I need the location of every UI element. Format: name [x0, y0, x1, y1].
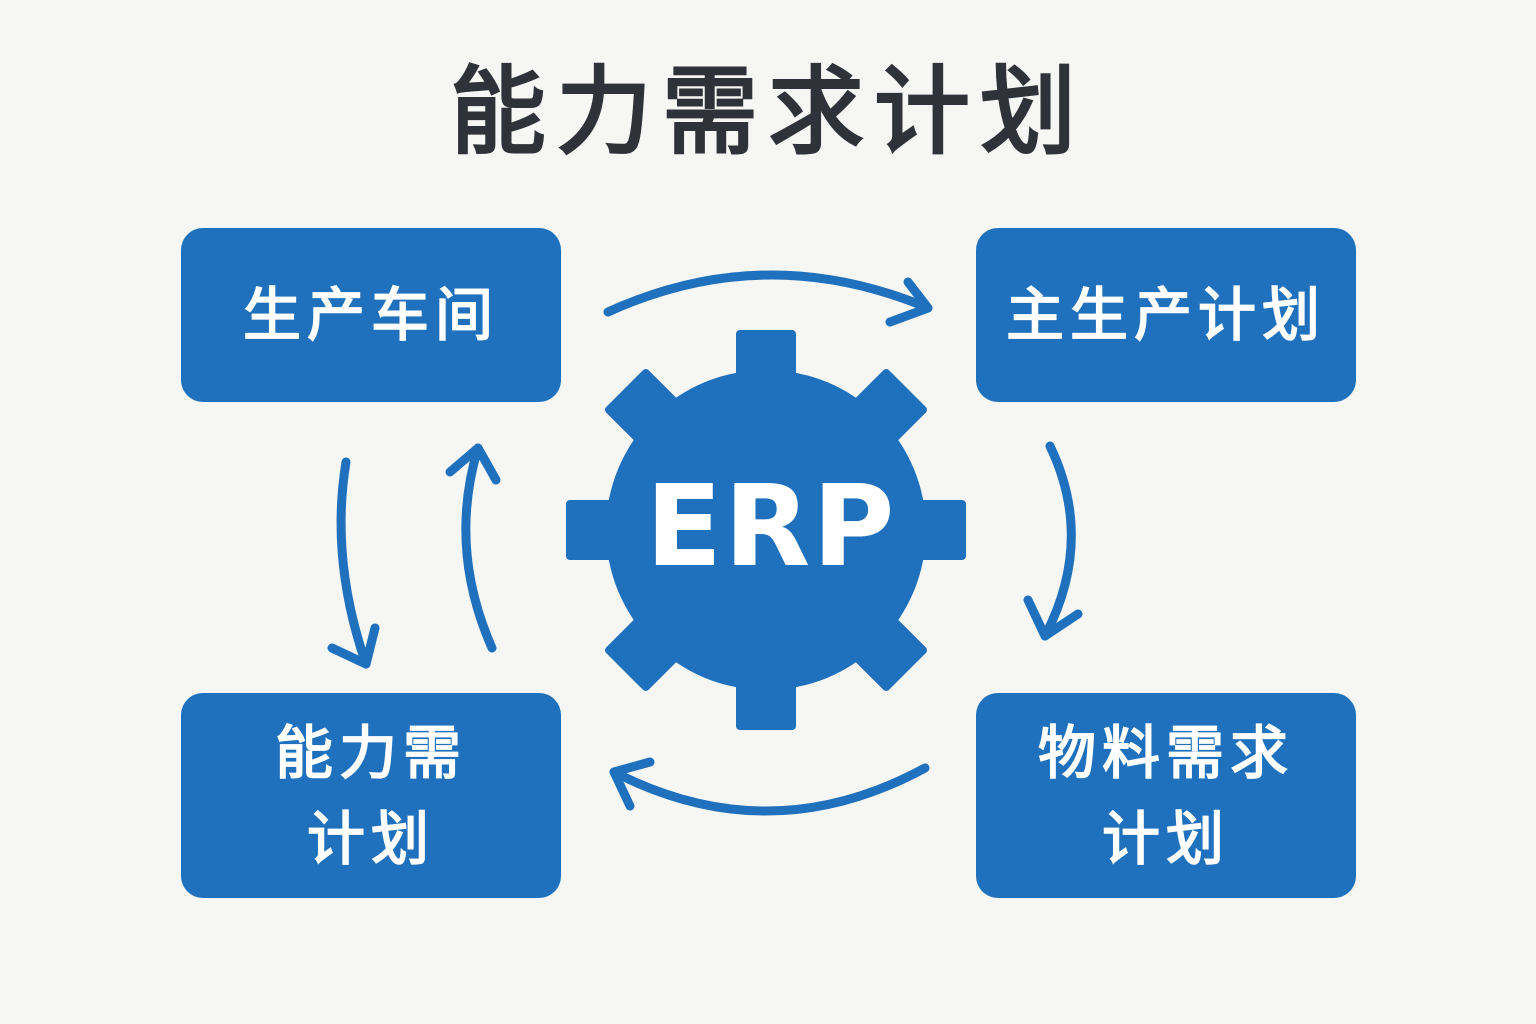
diagram-title: 能力需求计划	[450, 56, 1086, 168]
node-label-line2: 计划	[1101, 804, 1230, 873]
gear-icon	[566, 330, 966, 730]
node-material-requirements-planning: 物料需求 计划	[976, 693, 1356, 898]
node-master-production-schedule: 主生产计划	[976, 228, 1356, 402]
gear-tooth	[605, 602, 694, 691]
arrow-left-up	[445, 443, 501, 653]
arrow-top	[603, 270, 933, 327]
gear-tooth	[736, 330, 796, 400]
node-label: 生产车间	[242, 281, 499, 349]
gear-tooth	[736, 660, 796, 730]
node-production-workshop: 生产车间	[181, 228, 561, 402]
erp-label: ERP	[645, 462, 897, 592]
node-label-line2: 计划	[306, 804, 435, 873]
gear-tooth	[566, 500, 636, 560]
node-label: 主生产计划	[1005, 281, 1326, 349]
gear-tooth	[838, 602, 927, 691]
gear-tooth	[838, 369, 927, 458]
arrow-right	[1023, 441, 1083, 641]
node-label-line1: 物料需求	[1037, 718, 1294, 787]
arrow-bottom	[609, 757, 930, 816]
gear-tooth	[896, 500, 966, 560]
gear-tooth	[605, 369, 694, 458]
arrow-left-down	[327, 457, 380, 669]
node-capacity-requirements-planning: 能力需 计划	[181, 693, 561, 898]
node-label-line1: 能力需	[274, 718, 467, 787]
